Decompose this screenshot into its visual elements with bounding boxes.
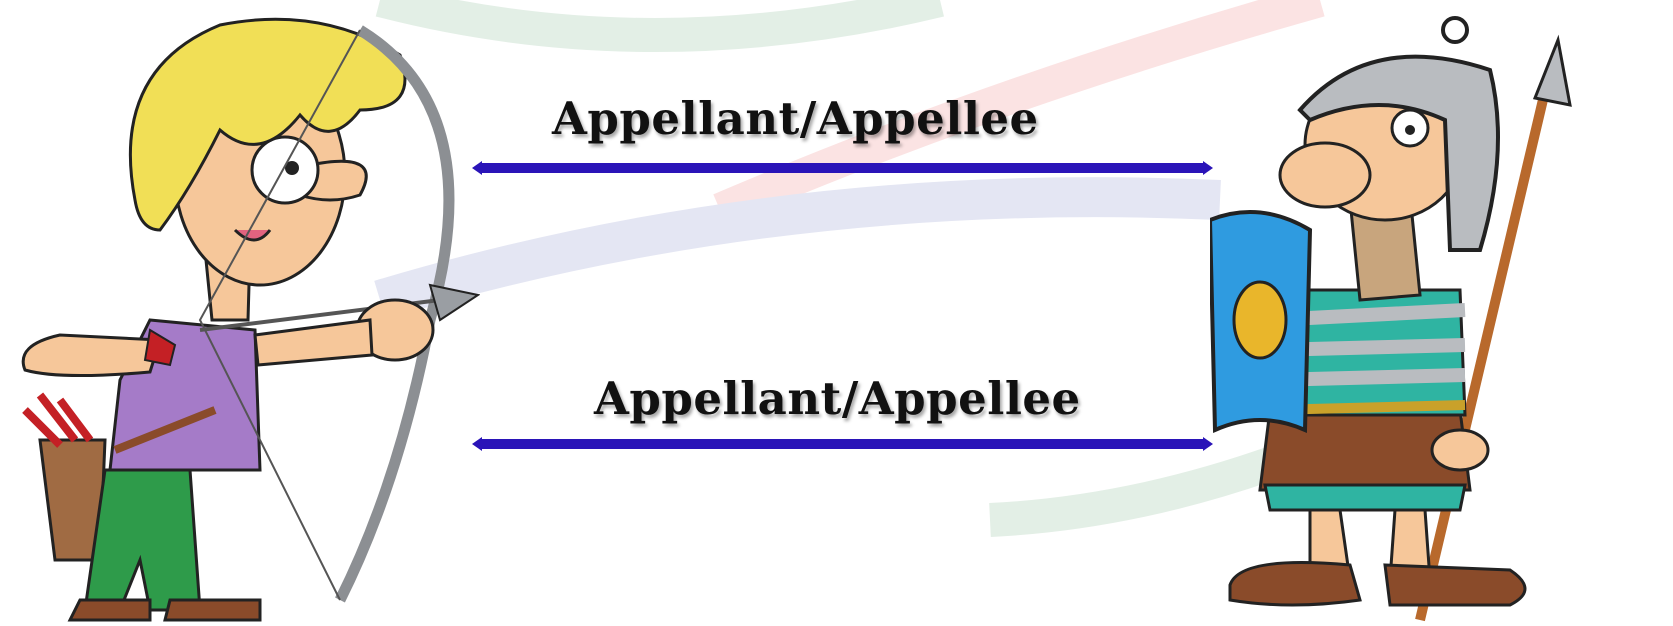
archer-figure xyxy=(21,17,480,622)
quiver-icon xyxy=(22,392,107,562)
roman-soldier-figure xyxy=(1210,16,1572,622)
relation-label-bottom: Appellant/Appellee xyxy=(594,372,1081,425)
double-arrow-top xyxy=(472,161,1213,175)
double-arrow-bottom xyxy=(472,437,1213,451)
relation-label-top: Appellant/Appellee xyxy=(552,92,1039,145)
